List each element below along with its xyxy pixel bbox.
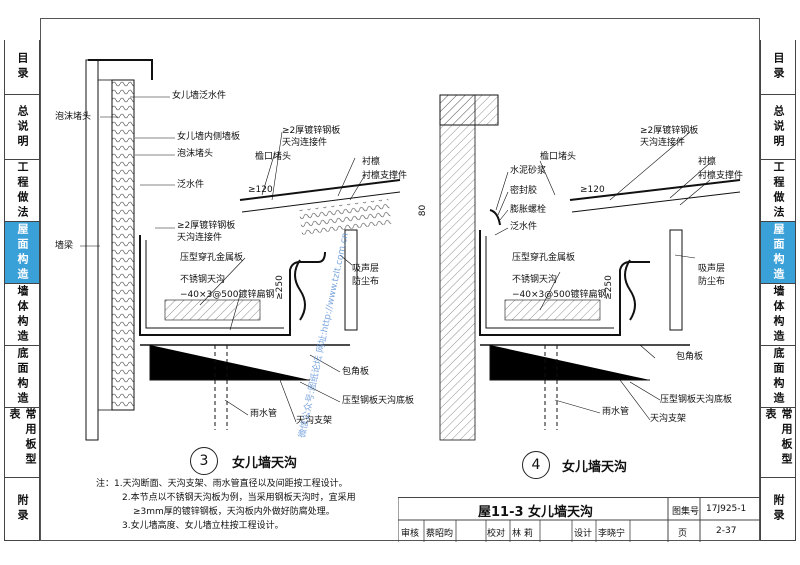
label-eave-plug: 檐口堵头	[255, 152, 292, 162]
tab-base-right[interactable]: 底面构造	[760, 346, 796, 408]
label-flashing: 泛水件	[177, 180, 205, 190]
tab-practice[interactable]: 工程做法	[4, 160, 40, 222]
atlas-label: 图集号	[672, 507, 700, 517]
drawing-frame	[40, 18, 760, 541]
label-d4-perforated: 压型穿孔金属板	[512, 253, 576, 263]
label-gutter-connector-2: 天沟连接件	[282, 138, 328, 148]
label-d4-corner: 包角板	[676, 352, 704, 362]
detail-4-number: 4	[522, 451, 550, 479]
tab-base[interactable]: 底面构造	[4, 346, 40, 408]
label-gutter-connector: 天沟连接件	[177, 233, 223, 243]
tab-wall-right[interactable]: 墙体构造	[760, 284, 796, 346]
label-d4-sound-layer: 吸声层	[698, 264, 726, 274]
label-dim-250: ≥250	[274, 275, 285, 300]
label-d4-steel-plate: ≥2厚镀锌钢板	[640, 126, 699, 136]
page-label: 页	[678, 529, 688, 539]
label-d4-bolt: 膨胀螺栓	[510, 205, 547, 215]
tab-wall[interactable]: 墙体构造	[4, 284, 40, 346]
detail-4-caption: 女儿墙天沟	[562, 460, 628, 475]
label-d4-dim-250: ≥250	[603, 275, 614, 300]
page-number: 2-37	[716, 526, 737, 536]
label-wall-beam: 墙梁	[55, 241, 74, 251]
label-flat-steel: −40×3@500镀锌扁钢	[180, 290, 275, 300]
design-label: 设计	[574, 529, 593, 539]
label-steel-plate: ≥2厚镀锌钢板	[177, 221, 236, 231]
tab-contents-right[interactable]: 目录	[760, 40, 796, 95]
label-parapet-inner-panel: 女儿墙内侧墙板	[177, 132, 241, 142]
label-foam-plug-2: 泡沫堵头	[177, 149, 214, 159]
tab-appendix[interactable]: 附录	[4, 478, 40, 541]
label-d4-drain-pipe: 雨水管	[602, 407, 630, 417]
label-d4-flat-steel: −40×3@500镀锌扁钢	[512, 290, 607, 300]
label-foam-plug: 泡沫堵头	[55, 112, 92, 122]
note-1: 注：1.天沟断面、天沟支架、雨水管直径以及间距按工程设计。	[96, 479, 348, 489]
label-d4-cement: 水泥砂浆	[510, 166, 547, 176]
reviewer-name: 蔡昭昀	[426, 529, 454, 539]
check-label: 校对	[487, 529, 506, 539]
designer-name: 李晓宁	[598, 529, 626, 539]
tab-roof[interactable]: 屋面构造	[4, 222, 40, 284]
detail-3-number: 3	[190, 447, 218, 475]
tab-panels-right[interactable]: 常用板型表	[760, 408, 796, 478]
label-sound-layer: 吸声层	[352, 264, 380, 274]
tab-appendix-right[interactable]: 附录	[760, 478, 796, 541]
label-d4-gutter-bottom: 压型钢板天沟底板	[660, 395, 733, 405]
label-purlin: 衬檩	[362, 157, 381, 167]
label-d4-flashing: 泛水件	[510, 222, 538, 232]
tab-roof-right[interactable]: 屋面构造	[760, 222, 796, 284]
label-gutter-bracket: 天沟支架	[296, 416, 333, 426]
label-d4-sealant: 密封胶	[510, 186, 538, 196]
detail-3-caption: 女儿墙天沟	[232, 456, 298, 471]
label-d4-gutter-bracket: 天沟支架	[650, 414, 687, 424]
note-2: 2.本节点以不锈钢天沟板为例，当采用钢板天沟时，宜采用	[122, 493, 356, 503]
note-2-continued: ≥3mm厚的镀锌钢板，天沟板内外做好防腐处理。	[133, 507, 335, 517]
label-d4-dim-120: ≥120	[580, 185, 605, 195]
label-dim-120: ≥120	[248, 185, 273, 195]
label-d4-purlin: 衬檩	[698, 157, 717, 167]
drawing-title: 屋11-3 女儿墙天沟	[478, 505, 594, 520]
label-d4-dim-side: 80	[418, 204, 429, 217]
leader-lines	[80, 96, 711, 423]
label-perforated-panel: 压型穿孔金属板	[180, 253, 244, 263]
label-gutter-bottom: 压型钢板天沟底板	[342, 396, 415, 406]
tab-panels[interactable]: 常用板型表	[4, 408, 40, 478]
label-corner-panel: 包角板	[342, 367, 370, 377]
label-ss-gutter: 不锈钢天沟	[180, 275, 226, 285]
detail-3-drawing	[85, 59, 401, 441]
title-block: 屋11-3 女儿墙天沟 图集号 17J925-1 审核 蔡昭昀 校对 林 莉 设…	[398, 497, 760, 542]
label-d4-eave-plug: 檐口堵头	[540, 152, 577, 162]
label-purlin-support: 衬檩支撑件	[362, 171, 408, 181]
label-d4-gutter-connector: 天沟连接件	[640, 138, 686, 148]
review-label: 审核	[401, 529, 420, 539]
tab-contents[interactable]: 目录	[4, 40, 40, 95]
title-block-grid	[398, 498, 760, 542]
atlas-number: 17J925-1	[706, 504, 747, 514]
label-d4-purlin-support: 衬檩支撑件	[698, 171, 744, 181]
detail-4-drawing	[439, 94, 741, 441]
label-drain-pipe: 雨水管	[250, 409, 278, 419]
tab-practice-right[interactable]: 工程做法	[760, 160, 796, 222]
note-3: 3.女儿墙高度、女儿墙立柱按工程设计。	[122, 521, 284, 531]
label-dust-cloth: 防尘布	[352, 277, 380, 287]
tab-general[interactable]: 总说明	[4, 95, 40, 160]
label-parapet-flashing: 女儿墙泛水件	[172, 91, 227, 101]
label-d4-ss-gutter: 不锈钢天沟	[512, 275, 558, 285]
tab-general-right[interactable]: 总说明	[760, 95, 796, 160]
checker-name: 林 莉	[512, 529, 533, 539]
label-d4-dust-cloth: 防尘布	[698, 277, 726, 287]
label-steel-plate-2: ≥2厚镀锌钢板	[282, 126, 341, 136]
